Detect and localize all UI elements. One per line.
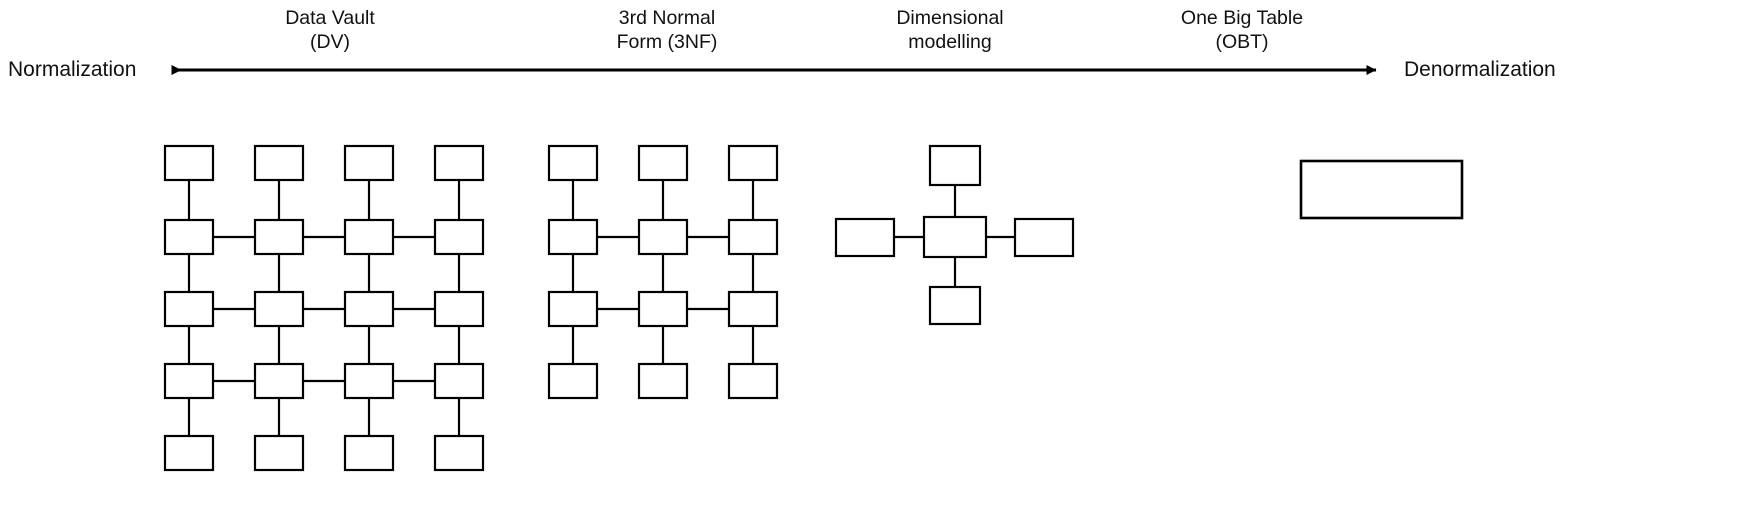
dimension-node-left — [834, 217, 896, 258]
data-vault-node — [253, 434, 305, 472]
third-normal-form-node — [637, 290, 689, 328]
stage-label-dimensional-modelling: Dimensional modelling — [896, 7, 1004, 53]
third-normal-form-node — [547, 290, 599, 328]
data-vault-node — [433, 218, 485, 256]
data-vault-node — [163, 144, 215, 182]
dimension-node-bottom — [928, 285, 982, 326]
dimension-node-top — [928, 144, 982, 187]
third-normal-form-edges — [571, 180, 755, 364]
third-normal-form-node — [637, 362, 689, 400]
data-vault-node — [343, 434, 395, 472]
data-vault-node — [163, 434, 215, 472]
third-normal-form-node — [727, 144, 779, 182]
stage-label-one-big-table: One Big Table (OBT) — [1180, 7, 1304, 53]
axis-label-normalization: Normalization — [8, 58, 137, 81]
third-normal-form-node — [637, 144, 689, 182]
third-normal-form-node — [547, 218, 599, 256]
normalization-spectrum-arrow — [171, 65, 1377, 75]
data-vault-diagram — [163, 144, 485, 472]
data-vault-node — [253, 362, 305, 400]
data-vault-node — [253, 144, 305, 182]
third-normal-form-node — [637, 218, 689, 256]
dimensional-modelling-diagram — [834, 144, 1075, 326]
stage-label-data-vault: Data Vault (DV) — [285, 7, 375, 53]
data-vault-node — [343, 218, 395, 256]
data-vault-node — [343, 144, 395, 182]
axis-label-denormalization: Denormalization — [1404, 58, 1556, 81]
third-normal-form-node — [547, 144, 599, 182]
data-vault-node — [253, 290, 305, 328]
data-vault-node — [433, 362, 485, 400]
data-vault-node — [343, 362, 395, 400]
one-big-table-node — [1299, 159, 1464, 220]
data-vault-node — [343, 290, 395, 328]
third-normal-form-node — [727, 362, 779, 400]
data-vault-node — [433, 144, 485, 182]
data-vault-node — [163, 362, 215, 400]
one-big-table-diagram — [1299, 159, 1464, 220]
third-normal-form-node — [547, 362, 599, 400]
data-vault-node — [433, 434, 485, 472]
data-vault-node — [163, 218, 215, 256]
data-vault-node — [433, 290, 485, 328]
data-vault-edges — [187, 180, 461, 436]
third-normal-form-node — [727, 218, 779, 256]
data-vault-node — [253, 218, 305, 256]
third-normal-form-node — [727, 290, 779, 328]
data-vault-node — [163, 290, 215, 328]
dimension-node-right — [1013, 217, 1075, 258]
third-normal-form-diagram — [547, 144, 779, 400]
stage-label-third-normal-form: 3rd Normal Form (3NF) — [616, 7, 718, 53]
dimensional-modelling-edges — [894, 185, 1015, 287]
fact-node-center — [922, 215, 988, 259]
